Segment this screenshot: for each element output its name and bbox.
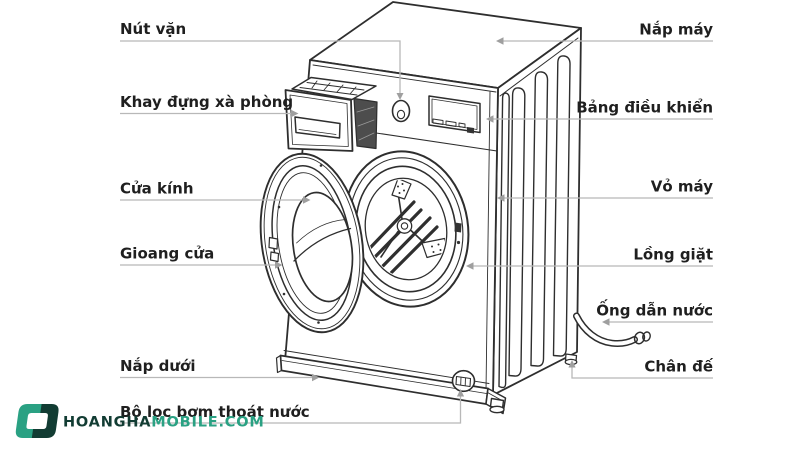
door-hinge-drawing [268,236,280,263]
label-detergent-drawer: Khay đựng xà phòng [120,93,293,111]
brand-watermark: HOANGHAMOBILE.COM [15,404,265,438]
rotary-knob-drawing [391,99,411,123]
brand-logo-icon [15,404,59,438]
drain-hose-drawing [573,312,651,348]
drum-interior-drawing [367,177,449,279]
leader-knob [120,40,401,94]
label-cabinet: Vỏ máy [651,178,713,196]
glass-door-drawing [259,152,365,334]
label-door-gasket: Gioang cửa [120,245,214,263]
side-panel-grooves-drawing [498,55,571,389]
display-panel-drawing [428,95,481,134]
leader-arrowheads [275,37,610,397]
label-glass-door: Cửa kính [120,180,194,198]
label-foot: Chân đế [644,357,713,376]
label-drum: Lồng giặt [633,245,713,264]
label-drain-hose: Ống dẫn nước [596,299,713,320]
label-control-panel: Bảng điều khiển [576,98,713,117]
brand-wordmark: HOANGHAMOBILE.COM [63,415,265,431]
label-drain-filter: Bộ lọc bơm thoát nước [120,403,310,421]
label-bottom-cover: Nắp dưới [120,356,196,375]
detergent-drawer-drawing [284,76,378,152]
brand-text-secondary: MOBILE.COM [151,415,264,431]
leader-lines [120,37,713,424]
washing-machine-illustration [259,1,651,415]
door-latch-drawing [454,222,462,233]
drain-filter-drawing [451,369,476,393]
feet-drawing [489,353,578,414]
leader-drain-filter [120,395,462,424]
brand-text-primary: HOANGHA [63,415,151,431]
control-panel-drawing [355,95,498,152]
label-knob: Nút vặn [120,20,186,38]
label-top-cover: Nắp máy [639,20,713,39]
leader-foot [571,366,713,379]
part-labels: Nút vặn Khay đựng xà phòng Cửa kính Gioa… [120,20,714,422]
